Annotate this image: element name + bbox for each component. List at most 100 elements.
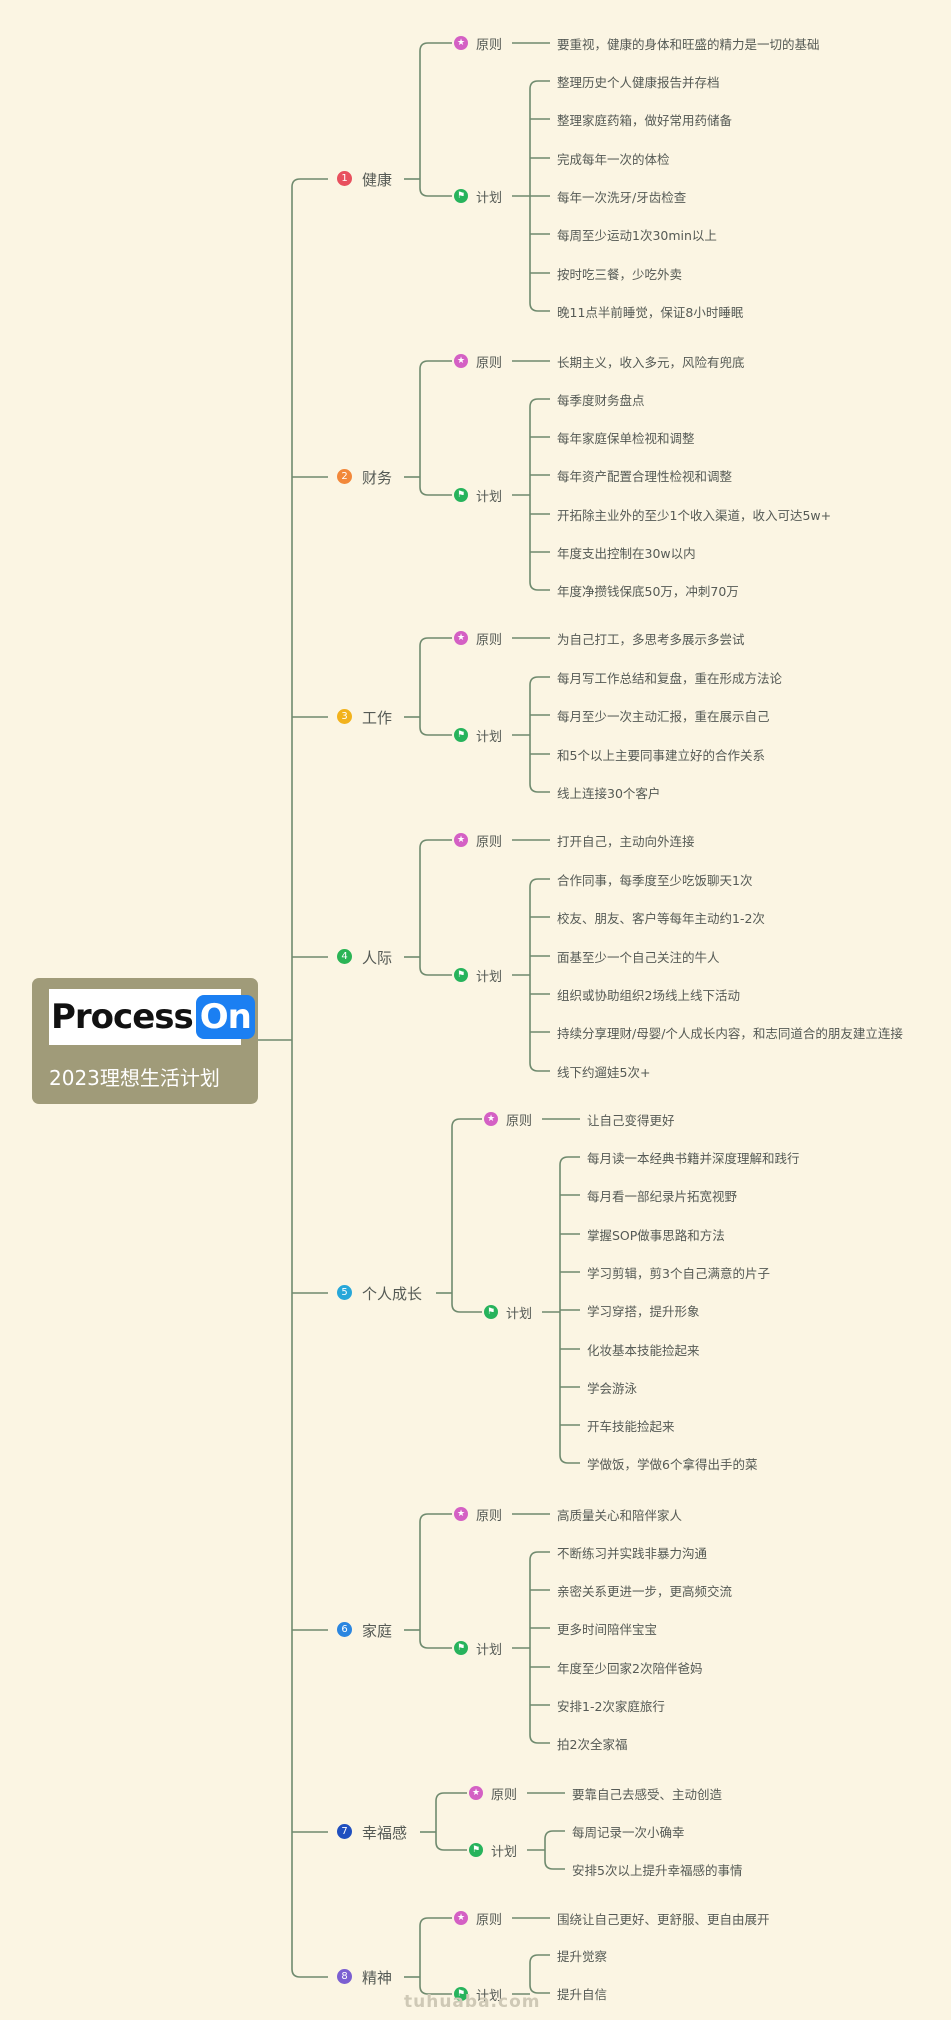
plan-item[interactable]: 合作同事，每季度至少吃饭聊天1次 xyxy=(557,873,753,888)
star-icon: ★ xyxy=(454,631,468,645)
plan-item[interactable]: 和5个以上主要同事建立好的合作关系 xyxy=(557,748,765,763)
plan-item[interactable]: 线上连接30个客户 xyxy=(557,786,661,801)
principle-label[interactable]: 原则 xyxy=(476,1509,503,1524)
category-8-label[interactable]: 精神 xyxy=(362,1969,393,1987)
plan-item[interactable]: 年度支出控制在30w以内 xyxy=(557,546,696,561)
connector xyxy=(419,1985,452,1995)
plan-item[interactable]: 年度至少回家2次陪伴爸妈 xyxy=(557,1661,703,1676)
principle-label[interactable]: 原则 xyxy=(476,835,503,850)
category-badge-5: 5 xyxy=(337,1285,352,1300)
principle-text[interactable]: 要靠自己去感受、主动创造 xyxy=(572,1787,723,1802)
category-badge-4: 4 xyxy=(337,949,352,964)
connector xyxy=(529,1734,550,1744)
plan-label[interactable]: 计划 xyxy=(476,490,503,505)
category-badge-1: 1 xyxy=(337,171,352,186)
principle-label[interactable]: 原则 xyxy=(476,633,503,648)
plan-item[interactable]: 学会游泳 xyxy=(587,1381,638,1396)
connector xyxy=(451,1118,482,1128)
category-5-label[interactable]: 个人成长 xyxy=(362,1285,423,1303)
connector xyxy=(419,1917,452,1927)
plan-item[interactable]: 每月读一本经典书籍并深度理解和践行 xyxy=(587,1151,800,1166)
plan-item[interactable]: 线下约遛娃5次+ xyxy=(557,1065,651,1080)
plan-item[interactable]: 组织或协助组织2场线上线下活动 xyxy=(557,988,740,1003)
plan-label[interactable]: 计划 xyxy=(476,1643,503,1658)
plan-item[interactable]: 安排5次以上提升幸福感的事情 xyxy=(572,1863,743,1878)
plan-item[interactable]: 化妆基本技能捡起来 xyxy=(587,1343,700,1358)
plan-item[interactable]: 每年资产配置合理性检视和调整 xyxy=(557,469,733,484)
category-4-label[interactable]: 人际 xyxy=(362,949,393,967)
plan-item[interactable]: 提升自信 xyxy=(557,1987,608,2002)
principle-label[interactable]: 原则 xyxy=(476,38,503,53)
category-1-label[interactable]: 健康 xyxy=(362,171,393,189)
principle-text[interactable]: 围绕让自己更好、更舒服、更自由展开 xyxy=(557,1912,770,1927)
category-badge-7: 7 xyxy=(337,1824,352,1839)
plan-item[interactable]: 面基至少一个自己关注的牛人 xyxy=(557,950,720,965)
plan-item[interactable]: 掌握SOP做事思路和方法 xyxy=(587,1228,725,1243)
plan-item[interactable]: 每月看一部纪录片拓宽视野 xyxy=(587,1189,738,1204)
plan-item[interactable]: 学做饭，学做6个拿得出手的菜 xyxy=(587,1457,758,1472)
plan-item[interactable]: 每季度财务盘点 xyxy=(557,393,645,408)
principle-text[interactable]: 为自己打工，多思考多展示多尝试 xyxy=(557,632,745,647)
category-2-label[interactable]: 财务 xyxy=(362,469,393,487)
flag-icon: ⚑ xyxy=(454,968,468,982)
root-title: 2023理想生活计划 xyxy=(49,1066,220,1090)
plan-item[interactable]: 每周记录一次小确幸 xyxy=(572,1825,685,1840)
plan-item[interactable]: 年度净攒钱保底50万，冲刺70万 xyxy=(557,584,739,599)
plan-item[interactable]: 按时吃三餐，少吃外卖 xyxy=(557,267,683,282)
connector xyxy=(529,1062,550,1072)
plan-item[interactable]: 学习剪辑，剪3个自己满意的片子 xyxy=(587,1266,770,1281)
connector xyxy=(529,783,550,793)
principle-label[interactable]: 原则 xyxy=(491,1788,518,1803)
connector xyxy=(544,1860,565,1870)
star-icon: ★ xyxy=(454,1911,468,1925)
plan-item[interactable]: 每月写工作总结和复盘，重在形成方法论 xyxy=(557,671,783,686)
flag-icon: ⚑ xyxy=(469,1843,483,1857)
connector xyxy=(529,398,550,408)
plan-item[interactable]: 每年家庭保单检视和调整 xyxy=(557,431,695,446)
plan-item[interactable]: 提升觉察 xyxy=(557,1949,608,1964)
plan-item[interactable]: 校友、朋友、客户等每年主动约1-2次 xyxy=(557,911,765,926)
plan-label[interactable]: 计划 xyxy=(476,191,503,206)
plan-item[interactable]: 晚11点半前睡觉，保证8小时睡眠 xyxy=(557,305,744,320)
plan-item[interactable]: 每月至少一次主动汇报，重在展示自己 xyxy=(557,709,770,724)
principle-label[interactable]: 原则 xyxy=(476,1913,503,1928)
plan-item[interactable]: 更多时间陪伴宝宝 xyxy=(557,1622,658,1637)
plan-item[interactable]: 每周至少运动1次30min以上 xyxy=(557,228,717,243)
plan-item[interactable]: 持续分享理财/母婴/个人成长内容，和志同道合的朋友建立连接 xyxy=(557,1026,903,1041)
connector xyxy=(419,966,452,976)
plan-label[interactable]: 计划 xyxy=(476,1989,503,2004)
plan-item[interactable]: 整理历史个人健康报告并存档 xyxy=(557,75,720,90)
principle-text[interactable]: 要重视，健康的身体和旺盛的精力是一切的基础 xyxy=(557,37,820,52)
connector xyxy=(529,1954,550,1964)
connector xyxy=(544,1830,565,1840)
plan-item[interactable]: 不断练习并实践非暴力沟通 xyxy=(557,1546,708,1561)
principle-text[interactable]: 长期主义，收入多元，风险有兜底 xyxy=(557,355,745,370)
principle-label[interactable]: 原则 xyxy=(476,356,503,371)
category-3-label[interactable]: 工作 xyxy=(362,709,393,727)
plan-item[interactable]: 开拓除主业外的至少1个收入渠道，收入可达5w+ xyxy=(557,508,832,523)
watermark: tuhuaba.com xyxy=(404,1992,541,2012)
connector xyxy=(419,360,452,370)
plan-item[interactable]: 学习穿搭，提升形象 xyxy=(587,1304,700,1319)
plan-label[interactable]: 计划 xyxy=(476,730,503,745)
connector xyxy=(529,80,550,90)
plan-item[interactable]: 安排1-2次家庭旅行 xyxy=(557,1699,665,1714)
principle-label[interactable]: 原则 xyxy=(506,1114,533,1129)
principle-text[interactable]: 让自己变得更好 xyxy=(587,1113,675,1128)
principle-text[interactable]: 打开自己，主动向外连接 xyxy=(557,834,695,849)
plan-item[interactable]: 每年一次洗牙/牙齿检查 xyxy=(557,190,687,205)
plan-item[interactable]: 开车技能捡起来 xyxy=(587,1419,675,1434)
plan-label[interactable]: 计划 xyxy=(491,1845,518,1860)
plan-label[interactable]: 计划 xyxy=(476,970,503,985)
principle-text[interactable]: 高质量关心和陪伴家人 xyxy=(557,1508,683,1523)
category-6-label[interactable]: 家庭 xyxy=(362,1622,393,1640)
plan-item[interactable]: 整理家庭药箱，做好常用药储备 xyxy=(557,113,733,128)
plan-item[interactable]: 亲密关系更进一步，更高频交流 xyxy=(557,1584,733,1599)
plan-item[interactable]: 完成每年一次的体检 xyxy=(557,152,670,167)
plan-item[interactable]: 拍2次全家福 xyxy=(557,1737,628,1752)
plan-label[interactable]: 计划 xyxy=(506,1307,533,1322)
category-7-label[interactable]: 幸福感 xyxy=(362,1824,408,1842)
